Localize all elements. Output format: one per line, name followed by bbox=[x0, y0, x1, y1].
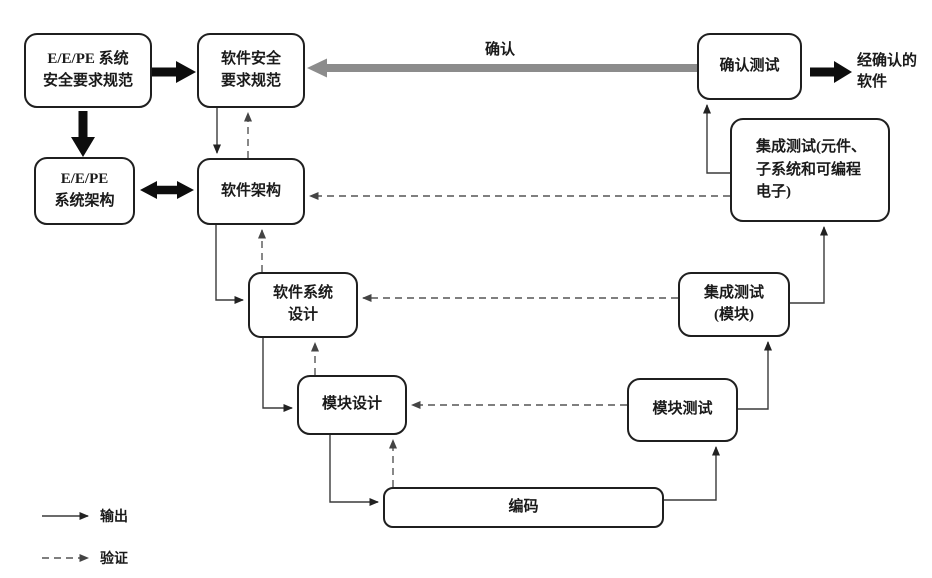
flow-sw-system-design-to-module-design bbox=[262, 338, 293, 412]
validation-arrow-label: 确认 bbox=[484, 42, 515, 58]
legend-verification-label: 验证 bbox=[100, 552, 128, 567]
box-coding: 编码 bbox=[383, 487, 664, 528]
box-module-test: 模块测试 bbox=[627, 378, 738, 442]
block-arrow-eepe-req-to-sw-req-icon bbox=[152, 61, 196, 83]
box-integration-test-module: 集成测试 (模块) bbox=[678, 272, 790, 337]
flow-sw-arch-to-sw-system-design bbox=[215, 225, 244, 304]
block-arrow-eepe-req-to-eepe-arch-icon bbox=[71, 111, 95, 157]
box-validation-test: 确认测试 bbox=[697, 33, 802, 100]
block-arrow-validation-test-to-validated-software-icon bbox=[810, 61, 852, 83]
box-module-design: 模块设计 bbox=[297, 375, 407, 435]
flow-integration-test-module-to-integration-test-pe bbox=[790, 226, 828, 304]
legend-output-label: 输出 bbox=[100, 510, 128, 525]
box-eepe-safety-requirements: E/E/PE 系统 安全要求规范 bbox=[24, 33, 152, 108]
box-software-safety-requirements: 软件安全 要求规范 bbox=[197, 33, 305, 108]
flow-coding-to-module-test bbox=[664, 446, 720, 501]
validated-software-label: 经确认的 软件 bbox=[857, 53, 918, 90]
flow-module-test-to-integration-test-module bbox=[738, 341, 772, 410]
flow-integration-test-pe-to-validation-test bbox=[703, 104, 730, 174]
validation-gray-arrow-icon bbox=[307, 58, 697, 78]
block-arrow-eepe-arch-sw-arch-bidirectional-icon bbox=[140, 181, 194, 199]
flow-module-design-to-coding bbox=[329, 435, 379, 506]
box-eepe-system-architecture: E/E/PE 系统架构 bbox=[34, 157, 135, 225]
box-software-architecture: 软件架构 bbox=[197, 158, 305, 225]
box-software-system-design: 软件系统 设计 bbox=[248, 272, 358, 338]
box-integration-test-pe: 集成测试(元件、 子系统和可编程 电子) bbox=[730, 118, 890, 222]
